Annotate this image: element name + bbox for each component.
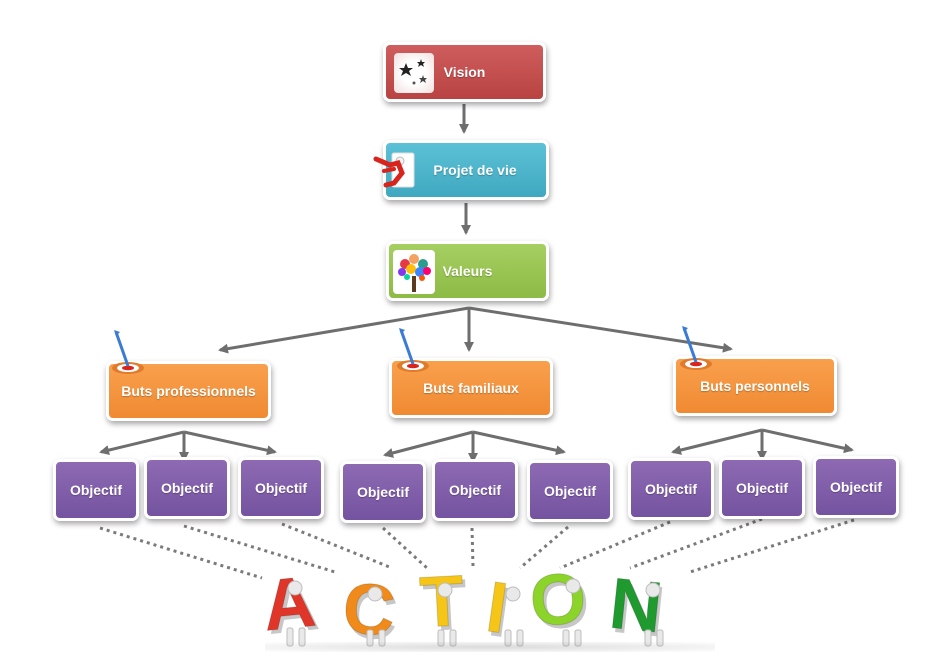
action-illustration: A C T I O N: [255, 557, 725, 655]
objective-node: Objectif: [628, 458, 714, 520]
dotted-connectors: [99, 517, 855, 580]
vision-label: Vision: [443, 64, 486, 80]
arrow-per-obj3: [761, 428, 854, 454]
projet-node: Projet de vie: [373, 140, 549, 200]
target-arrow-icon: [397, 328, 429, 372]
objective-label: Objectif: [160, 480, 214, 496]
goal-node-per: Buts personnels: [673, 356, 837, 416]
objective-label: Objectif: [69, 482, 123, 498]
objective-node: Objectif: [53, 459, 139, 521]
objective-node: Objectif: [144, 457, 230, 519]
objective-node: Objectif: [719, 457, 805, 519]
arrow-fam-obj3: [472, 430, 566, 456]
goal-label-per: Buts personnels: [700, 378, 810, 394]
objective-node: Objectif: [238, 457, 324, 519]
projet-label: Projet de vie: [433, 162, 517, 178]
carrier-figures-icon: [286, 578, 664, 647]
vision-node: Vision: [383, 42, 546, 102]
colorful-tree-icon: [393, 250, 435, 294]
runner-icon: [372, 149, 416, 193]
objective-label: Objectif: [735, 480, 789, 496]
objective-node: Objectif: [813, 456, 899, 518]
objective-label: Objectif: [448, 482, 502, 498]
arrow-valeurs-to-pro: [218, 306, 470, 354]
arrow-pro-obj3: [183, 430, 277, 456]
objective-label: Objectif: [543, 483, 597, 499]
arrow-valeurs-to-per: [468, 306, 733, 353]
goal-label-pro: Buts professionnels: [121, 383, 256, 399]
goal-label-fam: Buts familiaux: [423, 380, 519, 396]
objective-label: Objectif: [254, 480, 308, 496]
objective-label: Objectif: [644, 481, 698, 497]
stars-icon: [394, 53, 434, 93]
valeurs-node: Valeurs: [386, 241, 549, 301]
objective-label: Objectif: [829, 479, 883, 495]
arrow-pro-obj1: [99, 430, 185, 455]
objective-node: Objectif: [432, 459, 518, 521]
goal-node-fam: Buts familiaux: [389, 358, 553, 418]
objective-label: Objectif: [356, 484, 410, 500]
floor-reflection: [265, 642, 715, 652]
arrow-fam-obj1: [383, 430, 474, 458]
target-arrow-icon: [680, 326, 712, 370]
target-arrow-icon: [112, 330, 144, 374]
valeurs-label: Valeurs: [442, 263, 493, 279]
objective-node: Objectif: [527, 460, 613, 522]
objective-node: Objectif: [340, 461, 426, 523]
arrow-per-obj1: [671, 428, 763, 455]
